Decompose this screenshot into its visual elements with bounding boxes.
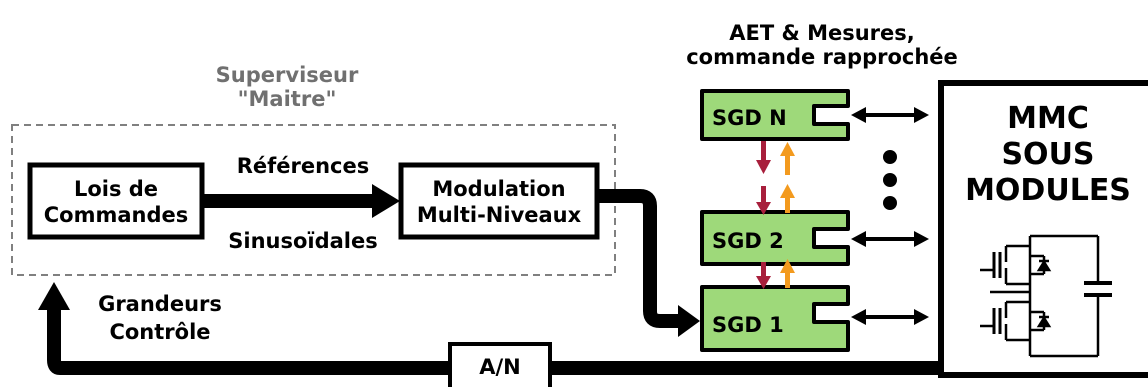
- modulation-box: [398, 162, 600, 240]
- sgd-1-up-arrow: [780, 259, 795, 288]
- sgd-n-block: SGD N: [700, 89, 850, 141]
- sgd-2-block: SGD 2: [700, 210, 850, 266]
- sgd-2-down-arrow: [756, 262, 771, 289]
- references-arrow: [202, 184, 400, 218]
- an-converter-label: A/N: [479, 355, 521, 379]
- mmc-line1: MMC: [1007, 101, 1089, 136]
- sinusoidales-label: Sinusoïdales: [228, 229, 378, 253]
- modulation-to-sgd1-path: [597, 189, 680, 328]
- sgd-2-up-arrow-top: [780, 184, 795, 213]
- vertical-dots-icon: [883, 150, 897, 210]
- control-laws-line1: Lois de: [74, 177, 158, 201]
- aet-title-line1: AET & Mesures,: [729, 21, 915, 45]
- double-arrow-icon: [851, 231, 929, 247]
- modulation-line1: Modulation: [432, 177, 565, 201]
- double-arrow-icon: [851, 309, 929, 325]
- mmc-line2: SOUS: [1001, 137, 1094, 172]
- mosfet-icon: [980, 244, 1052, 286]
- feedback-arrowhead: [38, 282, 70, 310]
- mmc-line3: MODULES: [965, 173, 1131, 208]
- sgd-1-block: SGD 1: [700, 285, 850, 352]
- an-converter-box: [448, 342, 552, 387]
- feedback-label-line2: Contrôle: [109, 320, 210, 344]
- references-label: Références: [237, 154, 370, 178]
- sgd-n-label: SGD N: [712, 106, 787, 130]
- mosfet-icon: [980, 300, 1052, 342]
- sgd-2-label: SGD 2: [712, 229, 784, 253]
- sgd-2-down-arrow-top: [756, 186, 771, 215]
- submodule-schematic: [980, 234, 1112, 358]
- double-arrow-icon: [851, 107, 929, 123]
- modulation-to-sgd1-arrowhead: [678, 305, 700, 337]
- mmc-box: [938, 80, 1148, 378]
- capacitor-icon: [1084, 281, 1112, 297]
- aet-title-line2: commande rapprochée: [686, 45, 958, 69]
- feedback-label-line1: Grandeurs: [98, 292, 222, 316]
- modulation-line2: Multi-Niveaux: [417, 203, 582, 227]
- sgd-n-up-arrow: [780, 142, 795, 175]
- sgd-n-down-arrow: [756, 141, 771, 174]
- control-laws-line2: Commandes: [44, 203, 189, 227]
- sgd-1-label: SGD 1: [712, 313, 784, 337]
- supervisor-title: Superviseur: [216, 63, 359, 87]
- supervisor-subtitle: "Maitre": [238, 87, 337, 111]
- feedback-bus: [47, 308, 940, 375]
